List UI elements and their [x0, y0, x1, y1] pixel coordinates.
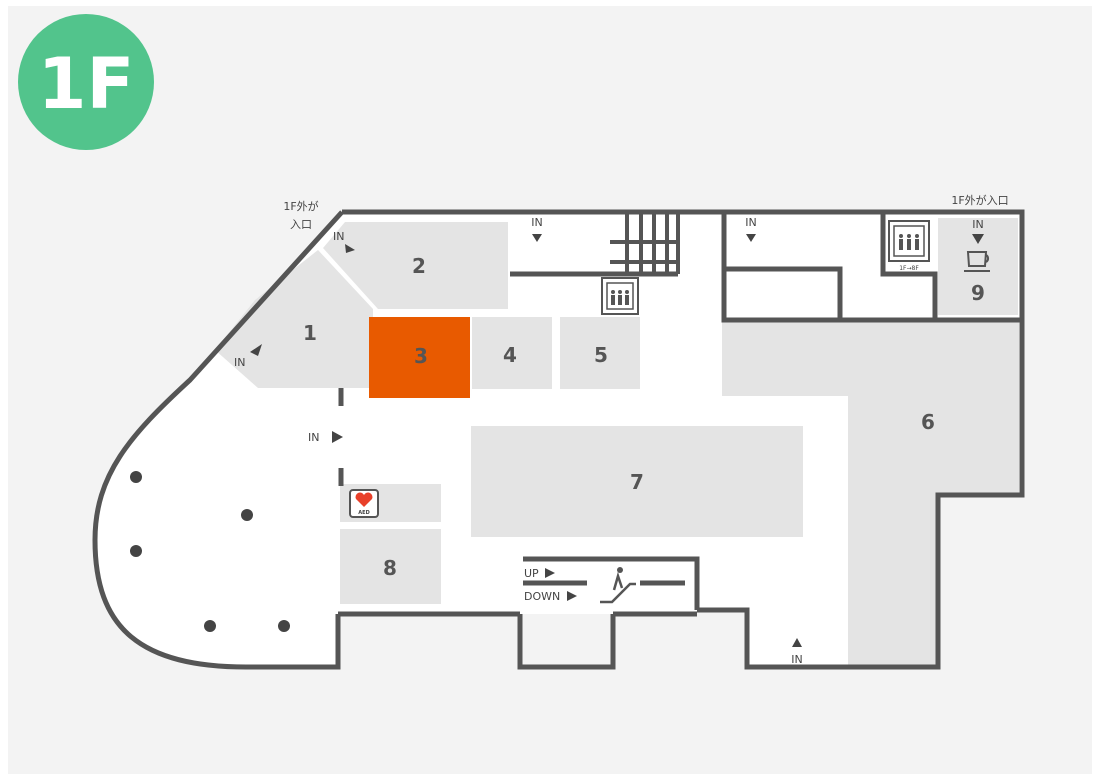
entrance-in-label: IN	[791, 653, 802, 666]
escalator-down-label: DOWN	[524, 590, 560, 603]
entrance-in-arrow	[532, 234, 542, 242]
store-6-label: 6	[921, 410, 935, 434]
pillar	[204, 620, 216, 632]
store-7-label: 7	[630, 470, 644, 494]
staircase	[610, 214, 680, 274]
entrance-in-arrow	[332, 431, 343, 443]
pillar	[130, 471, 142, 483]
wall-room-right	[724, 266, 843, 320]
outside-entrance-label-right: 1F外が入口	[951, 193, 1008, 207]
entrance-in-label: IN	[234, 356, 245, 369]
store-9-label: 9	[971, 281, 985, 305]
store-5-label: 5	[594, 343, 608, 367]
store-4-label: 4	[503, 343, 517, 367]
pillar	[278, 620, 290, 632]
store-6[interactable]	[722, 322, 1019, 665]
elevator-icon	[601, 277, 639, 315]
store-3-label: 3	[414, 344, 428, 368]
entrance-in-label: IN	[333, 230, 344, 243]
entrance-in-arrow	[792, 638, 802, 647]
store-5[interactable]	[560, 317, 640, 389]
store-4[interactable]	[472, 317, 552, 389]
entrance-in-arrow	[972, 234, 984, 244]
entrance-in-arrow	[250, 344, 262, 356]
wall-elevator-right	[880, 212, 938, 320]
escalator-icon	[600, 567, 636, 604]
store-2-label: 2	[412, 254, 426, 278]
aed-label: AED	[358, 510, 369, 516]
store-7[interactable]	[471, 426, 803, 537]
store-8[interactable]	[340, 529, 441, 604]
aed-icon: AED	[349, 489, 379, 518]
wall-top-right-rooms	[721, 212, 1022, 323]
entrance-in-arrow	[746, 234, 756, 242]
store-3[interactable]	[369, 317, 470, 398]
store-8-label: 8	[383, 556, 397, 580]
entrance-in-arrow	[345, 244, 355, 253]
elevator-icon-right: 1F→8F	[888, 220, 930, 272]
pillar	[241, 509, 253, 521]
floor-badge-label: 1F	[38, 43, 135, 125]
outside-entrance-label-left-2: 入口	[290, 218, 312, 231]
entrance-in-label: IN	[531, 216, 542, 229]
floor-badge: 1F	[18, 14, 154, 150]
entrance-in-label: IN	[745, 216, 756, 229]
entrance-in-label: IN	[972, 218, 983, 231]
outside-entrance-label-left-1: 1F外が	[283, 199, 318, 213]
store-1-label: 1	[303, 321, 317, 345]
wall-lower-room-a	[517, 614, 616, 670]
escalator-up-label: UP	[524, 567, 539, 580]
escalator-down-arrow	[567, 591, 577, 601]
pillar	[130, 545, 142, 557]
wall-escalator	[523, 556, 700, 610]
outer-wall	[92, 209, 1025, 670]
coffee-cup-icon	[964, 251, 990, 272]
entrance-in-label: IN	[308, 431, 319, 444]
store-2[interactable]	[323, 222, 508, 309]
elevator-caption: 1F→8F	[899, 265, 919, 272]
escalator-up-arrow	[545, 568, 555, 578]
